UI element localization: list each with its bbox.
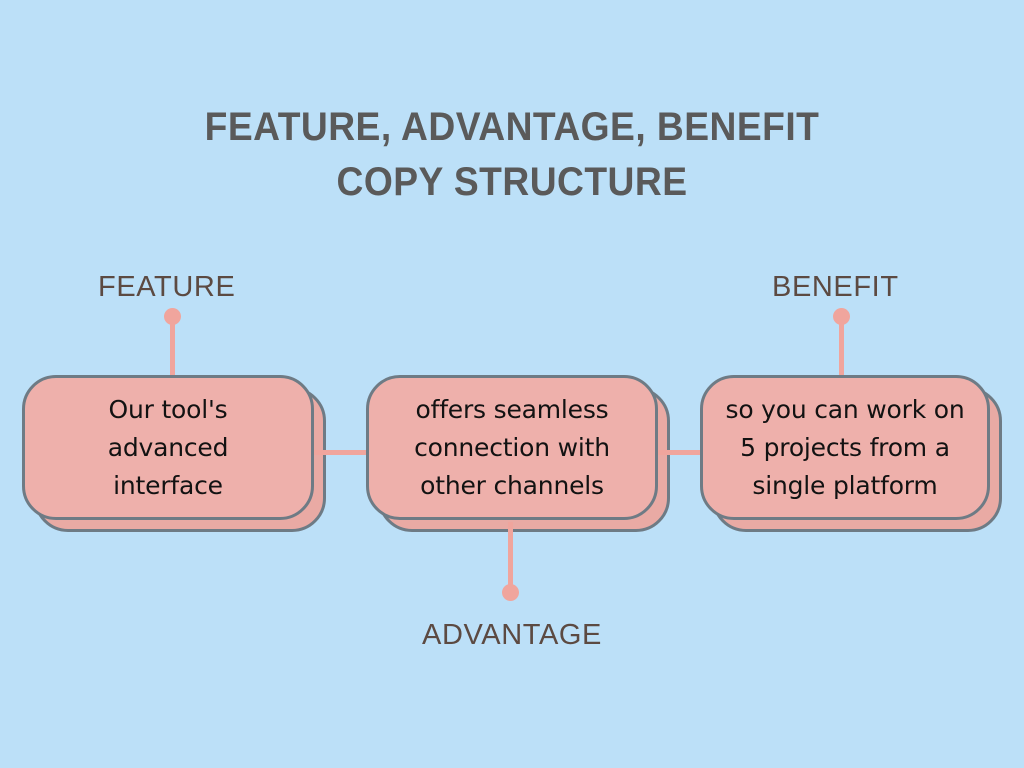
category-label-feature: FEATURE [98,271,236,303]
category-label-benefit: BENEFIT [772,271,899,303]
step-box-feature[interactable]: Our tool's advanced interface [22,375,326,532]
step-box-benefit-face: so you can work on 5 projects from a sin… [700,375,990,520]
category-label-advantage: ADVANTAGE [422,619,602,651]
step-box-benefit-text: so you can work on 5 projects from a sin… [725,394,965,500]
connector-line-benefit [839,316,844,378]
step-box-feature-text: Our tool's advanced interface [107,394,229,500]
step-box-feature-face: Our tool's advanced interface [22,375,314,520]
step-box-advantage[interactable]: offers seamless connection with other ch… [366,375,670,532]
step-box-advantage-face: offers seamless connection with other ch… [366,375,658,520]
connector-line-feature-to-advantage [314,450,368,455]
connector-line-advantage-to-benefit [658,450,712,455]
page-title: FEATURE, ADVANTAGE, BENEFIT COPY STRUCTU… [204,105,820,204]
connector-line-feature [170,316,175,378]
connector-dot-advantage [502,584,519,601]
step-box-benefit[interactable]: so you can work on 5 projects from a sin… [700,375,1002,532]
connector-line-advantage [508,522,513,592]
step-box-advantage-text: offers seamless connection with other ch… [414,394,610,500]
